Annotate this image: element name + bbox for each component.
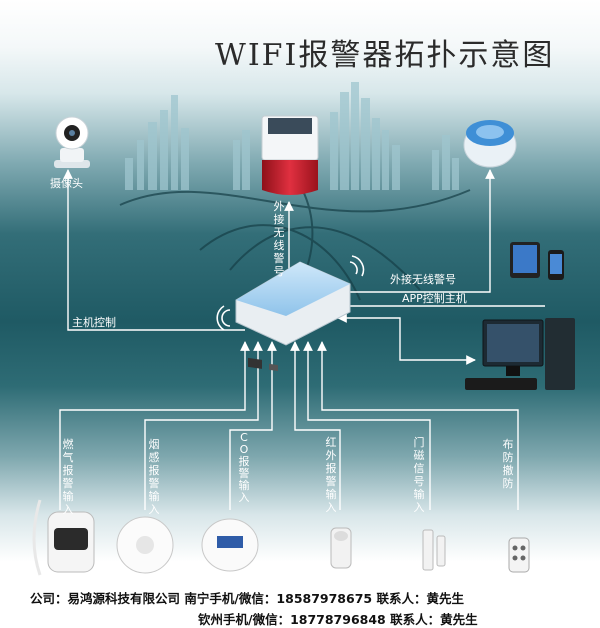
computer-icon	[465, 318, 575, 390]
page-title: WIFI报警器拓扑示意图	[215, 38, 555, 73]
city-skyline	[125, 82, 459, 190]
smoke-detector-icon	[116, 516, 174, 574]
input-label-door: 门磁信号输入	[413, 436, 425, 514]
door-sensor-icon	[422, 529, 446, 571]
co-detector-icon	[201, 518, 259, 572]
wifi-wave-icon	[216, 255, 365, 331]
pir-sensor-icon	[330, 527, 352, 569]
footer-line-1: 公司：易鸿源科技有限公司 南宁手机/微信：18587978675 联系人：黄先生	[30, 591, 464, 606]
camera-icon	[54, 116, 90, 168]
input-label-gas: 燃气报警输入	[62, 438, 74, 516]
input-label-co: CO报警输入	[238, 431, 250, 504]
siren-icon	[261, 115, 319, 195]
wireless-speaker-icon	[463, 120, 517, 168]
app-control-label: APP控制主机	[402, 292, 467, 305]
remote-control-icon	[508, 537, 530, 573]
wifi-alarm-host	[235, 261, 351, 372]
input-label-arm: 布防撤防	[502, 438, 514, 490]
camera-label: 摄像头	[50, 177, 83, 190]
footer-line-2: 钦州手机/微信：18778796848 联系人：黄先生	[198, 612, 478, 627]
input-label-smoke: 烟感报警输入	[148, 438, 160, 516]
input-label-pir: 红外报警输入	[325, 436, 337, 514]
diagram-graphics	[32, 82, 575, 576]
gas-detector-icon	[32, 499, 95, 576]
connection-lines	[59, 169, 545, 510]
host-control-label: 主机控制	[72, 316, 116, 329]
siren-label: 外接无线警号	[273, 200, 285, 278]
ext-siren-label: 外接无线警号	[390, 273, 456, 286]
contact-footer: 公司：易鸿源科技有限公司 南宁手机/微信：18587978675 联系人：黄先生…	[0, 585, 600, 628]
mobile-devices-icon	[510, 242, 564, 280]
